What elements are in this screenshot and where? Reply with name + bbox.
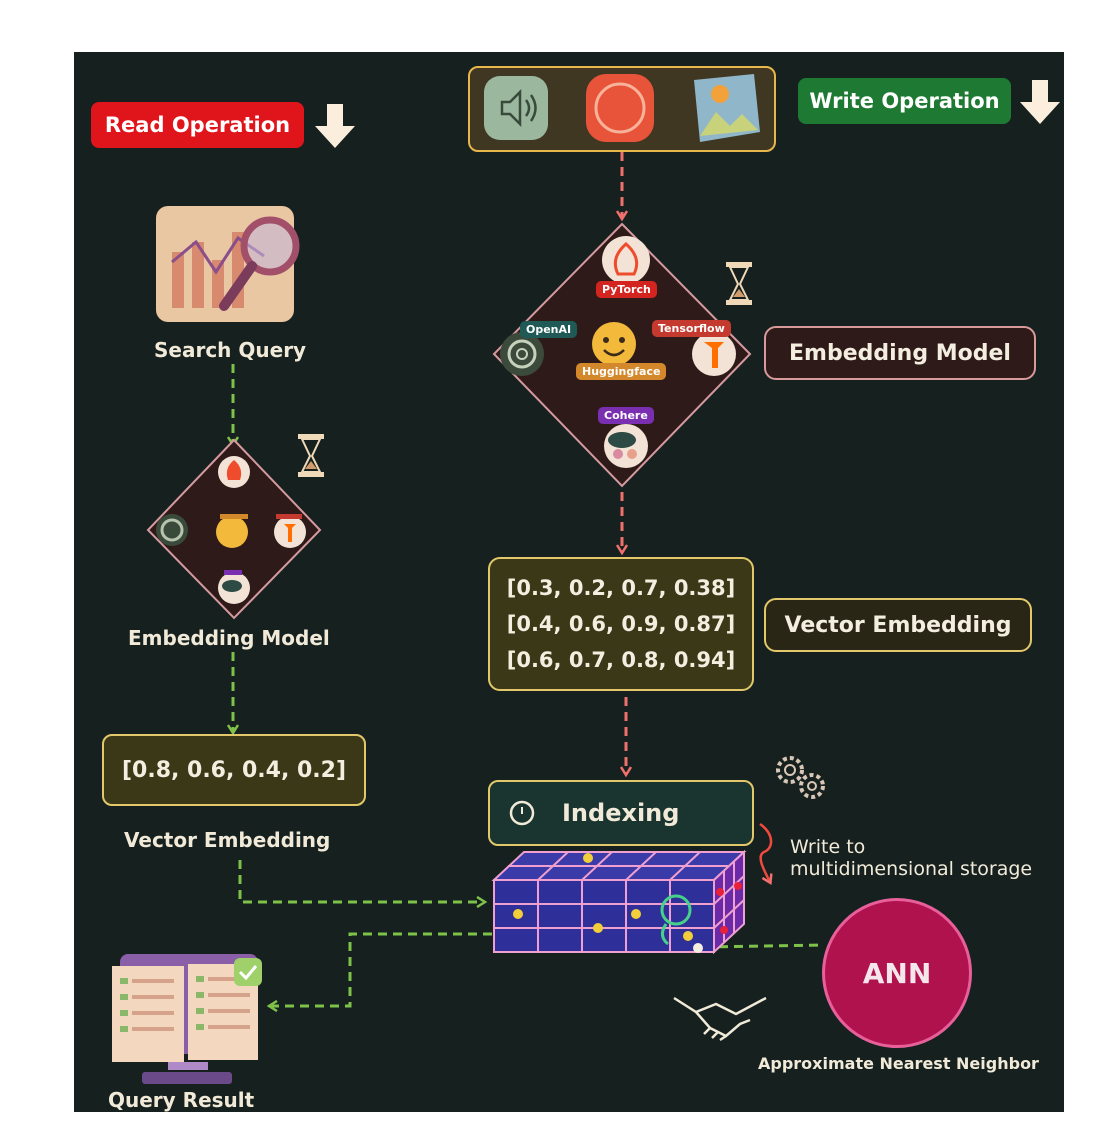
cohere-tag: Cohere — [598, 407, 654, 424]
read-vector-embedding-label: Vector Embedding — [124, 828, 331, 852]
ann-label: ANN — [862, 956, 932, 990]
write-vector-embedding-box: Vector Embedding — [764, 598, 1032, 652]
read-embedding-model-diamond — [146, 438, 322, 620]
pytorch-tag: PyTorch — [596, 281, 657, 298]
ann-link-line — [703, 943, 823, 949]
write-vectors-box: [0.3, 0.2, 0.7, 0.38] [0.4, 0.6, 0.9, 0.… — [488, 557, 754, 691]
write-storage-note: Write to multidimensional storage — [790, 836, 1032, 880]
vector-row: [0.6, 0.7, 0.8, 0.94] — [506, 648, 736, 672]
openai-tag: OpenAI — [520, 321, 578, 338]
ann-caption: Approximate Nearest Neighbor — [758, 1054, 1039, 1073]
arrow-index-to-result — [270, 932, 492, 1006]
query-result-label: Query Result — [108, 1088, 255, 1112]
write-embedding-model-diamond — [492, 222, 752, 488]
media-input-panel — [468, 66, 776, 152]
read-vector-box: [0.8, 0.6, 0.4, 0.2] — [102, 734, 366, 806]
record-icon — [586, 74, 654, 142]
vector-row: [0.3, 0.2, 0.7, 0.38] — [506, 576, 736, 600]
search-query-label: Search Query — [154, 338, 307, 362]
ann-circle: ANN — [822, 898, 972, 1048]
query-result-illustration — [112, 954, 262, 1084]
arrow-vector-to-index — [238, 860, 484, 902]
write-note-line: multidimensional storage — [790, 858, 1033, 880]
hourglass-icon — [726, 262, 752, 305]
write-note-line: Write to — [790, 836, 866, 858]
image-icon — [694, 74, 760, 142]
audio-icon — [484, 76, 548, 140]
openai-icon — [500, 332, 544, 376]
write-curl-arrow — [759, 822, 771, 882]
huggingface-tag: Huggingface — [576, 363, 667, 380]
hourglass-icon — [298, 434, 324, 477]
handshake-icon — [673, 996, 767, 1042]
indexing-label: Indexing — [562, 799, 680, 827]
down-arrow-icon — [1020, 80, 1060, 124]
write-embedding-model-box: Embedding Model — [764, 326, 1036, 380]
multidimensional-storage-grid — [491, 849, 747, 955]
huggingface-icon — [592, 322, 636, 366]
gears-icon — [776, 756, 825, 799]
read-embedding-model-label: Embedding Model — [128, 626, 330, 650]
search-query-illustration — [156, 206, 300, 322]
connector-layer — [74, 152, 823, 1112]
pytorch-icon — [602, 236, 650, 284]
read-operation-badge: Read Operation — [91, 102, 304, 148]
clock-icon — [509, 800, 535, 826]
write-operation-badge: Write Operation — [798, 78, 1011, 124]
tensorflow-tag: Tensorflow — [652, 320, 731, 337]
down-arrow-icon — [315, 104, 355, 148]
vector-row: [0.4, 0.6, 0.9, 0.87] — [506, 612, 736, 636]
indexing-box: Indexing — [488, 780, 754, 846]
diagram-canvas: Read Operation Write Operation — [74, 52, 1064, 1112]
